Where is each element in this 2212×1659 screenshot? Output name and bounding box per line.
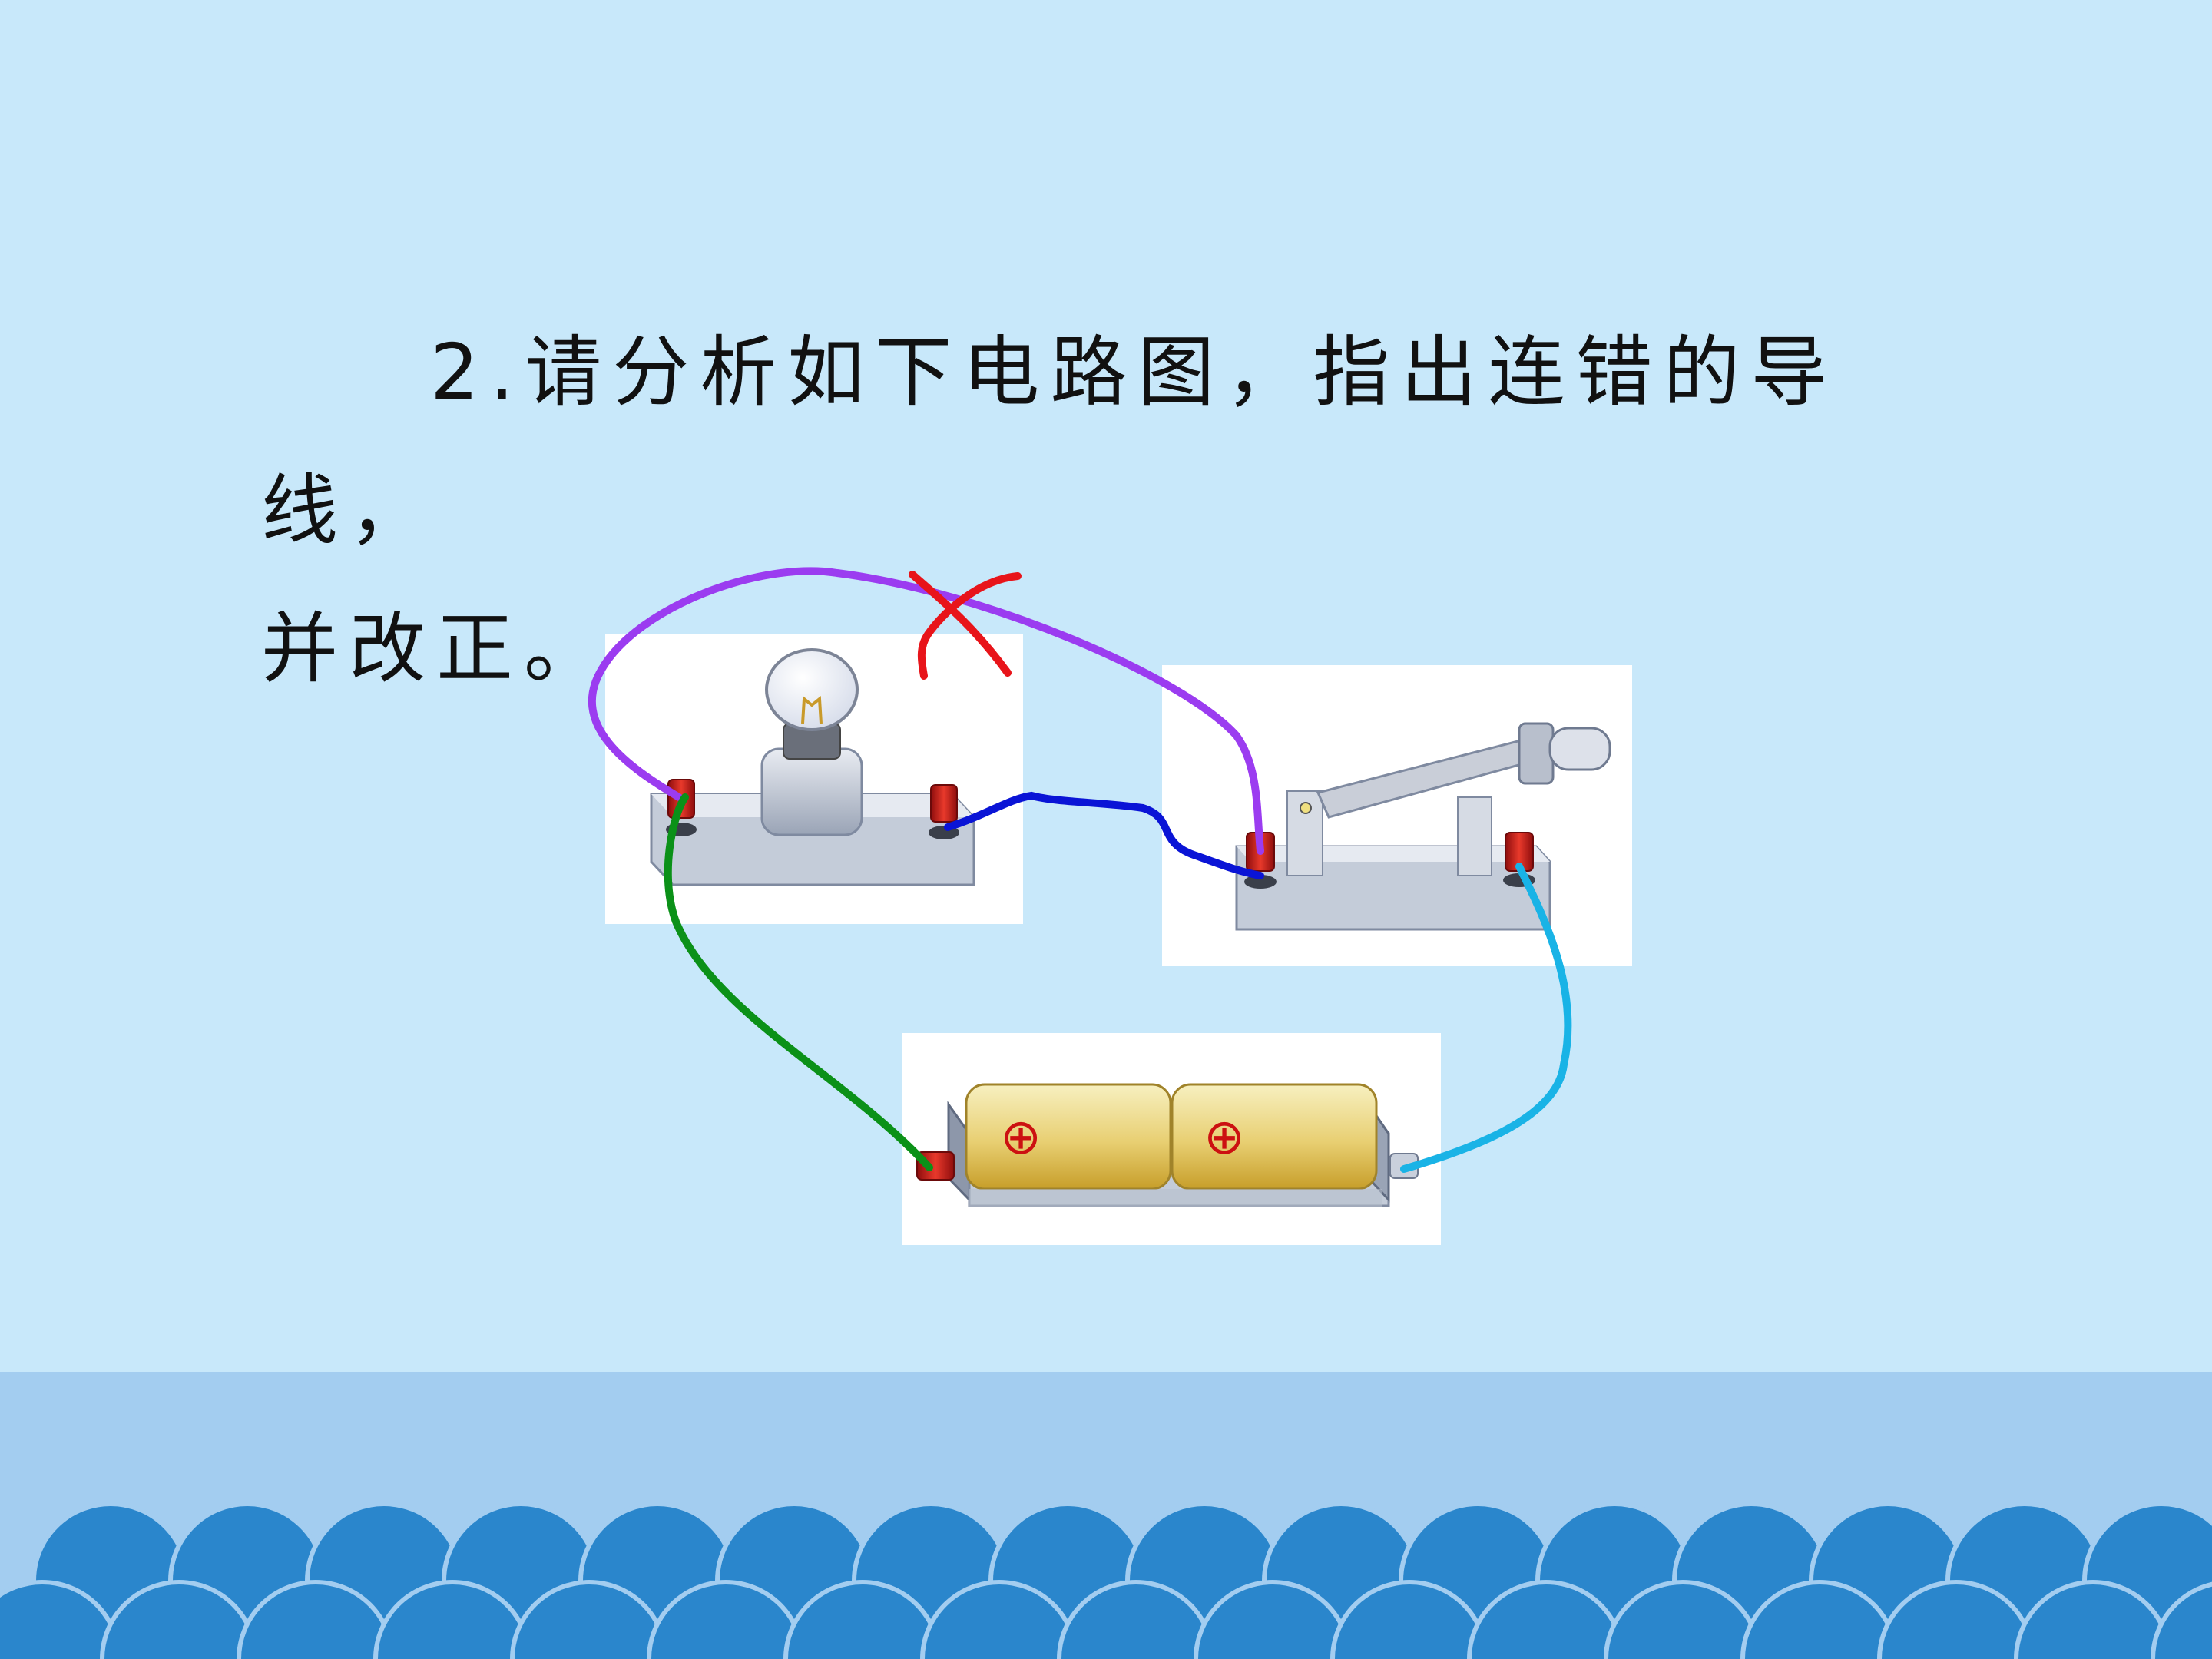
question-line-1: 请分析如下电路图，指出连错的导线，	[261, 327, 1839, 555]
wave-scallop	[1740, 1580, 1899, 1659]
wave-scallop	[2014, 1580, 2172, 1659]
battery-polarity-label-2: ⊕	[1204, 1109, 1245, 1166]
question-line-2: 并改正。	[261, 604, 611, 694]
green-wire	[664, 793, 933, 1171]
wave-scallop	[373, 1580, 531, 1659]
battery-holder-icon	[916, 1083, 1419, 1207]
wave-scallop	[1467, 1580, 1625, 1659]
question-text: 2.请分析如下电路图，指出连错的导线， 并改正。	[261, 303, 1951, 718]
question-number: 2.	[430, 327, 525, 417]
wave-scallop	[1877, 1580, 2035, 1659]
wave-pattern	[0, 1502, 2212, 1659]
battery-polarity-label-1: ⊕	[1000, 1109, 1041, 1166]
purple-wire	[588, 567, 1264, 855]
svg-text:⊕: ⊕	[1000, 1109, 1041, 1166]
wave-scallop	[1057, 1580, 1215, 1659]
x-mark-icon	[909, 571, 1022, 680]
wave-scallop	[0, 1580, 121, 1659]
wave-scallop	[1604, 1580, 1762, 1659]
blue-wire	[944, 791, 1264, 879]
wave-scallop	[647, 1580, 805, 1659]
wave-scallop	[2151, 1581, 2212, 1659]
wave-scallop	[100, 1580, 258, 1659]
wave-scallop	[510, 1580, 668, 1659]
wave-scallop	[783, 1580, 942, 1659]
bulb-icon	[650, 648, 975, 886]
wave-scallop	[920, 1580, 1078, 1659]
svg-text:⊕: ⊕	[1204, 1109, 1245, 1166]
wave-scallop	[1194, 1580, 1352, 1659]
wave-scallop	[237, 1580, 395, 1659]
wave-scallop	[1330, 1580, 1488, 1659]
cyan-wire	[1400, 863, 1572, 1173]
knife-switch-icon	[1235, 722, 1611, 931]
